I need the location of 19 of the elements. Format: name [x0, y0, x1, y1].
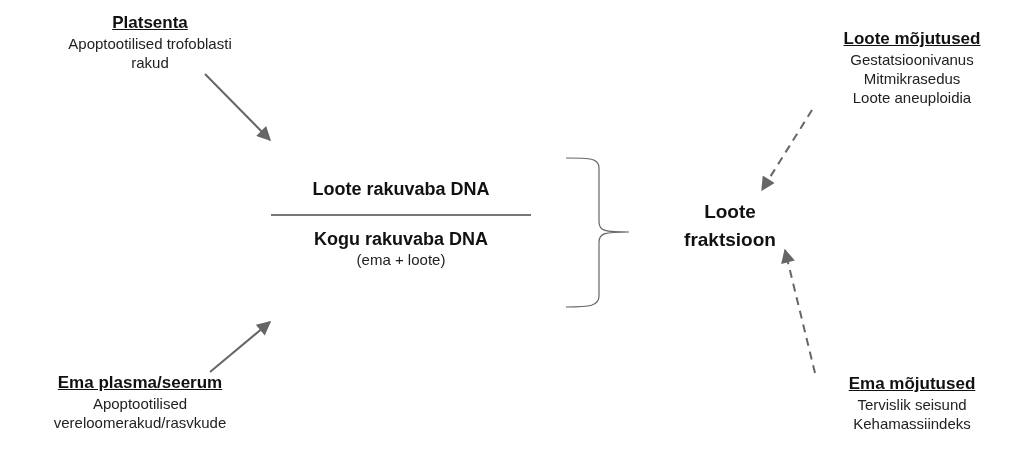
- body-text: Gestatsioonivanus: [850, 50, 974, 69]
- body-text: Apoptootilised trofoblasti rakud: [67, 34, 233, 72]
- heading-text: Loote mõjutused: [843, 28, 981, 50]
- body-text: Mitmikrasedus: [863, 69, 961, 88]
- body-text: Loote aneuploidia: [852, 88, 972, 107]
- heading-text: Platsenta: [112, 12, 188, 34]
- arrow: [209, 321, 272, 373]
- note-text: (ema + loote): [356, 250, 446, 269]
- result-text: Loote fraktsioon: [683, 200, 777, 252]
- arrow: [204, 73, 271, 141]
- body-text: Kehamassiindeks: [853, 414, 971, 433]
- body-text: Tervislik seisund: [857, 395, 967, 414]
- dashed-arrow: [761, 109, 813, 192]
- body-text: Apoptootilised vereloomerakud/rasvkude: [52, 394, 228, 432]
- heading-text: Ema mõjutused: [848, 373, 976, 395]
- numerator-text: Loote rakuvaba DNA: [312, 178, 490, 200]
- heading-text: Ema plasma/seerum: [57, 372, 223, 394]
- denominator-text: Kogu rakuvaba DNA: [313, 228, 488, 250]
- dashed-arrow: [781, 248, 816, 374]
